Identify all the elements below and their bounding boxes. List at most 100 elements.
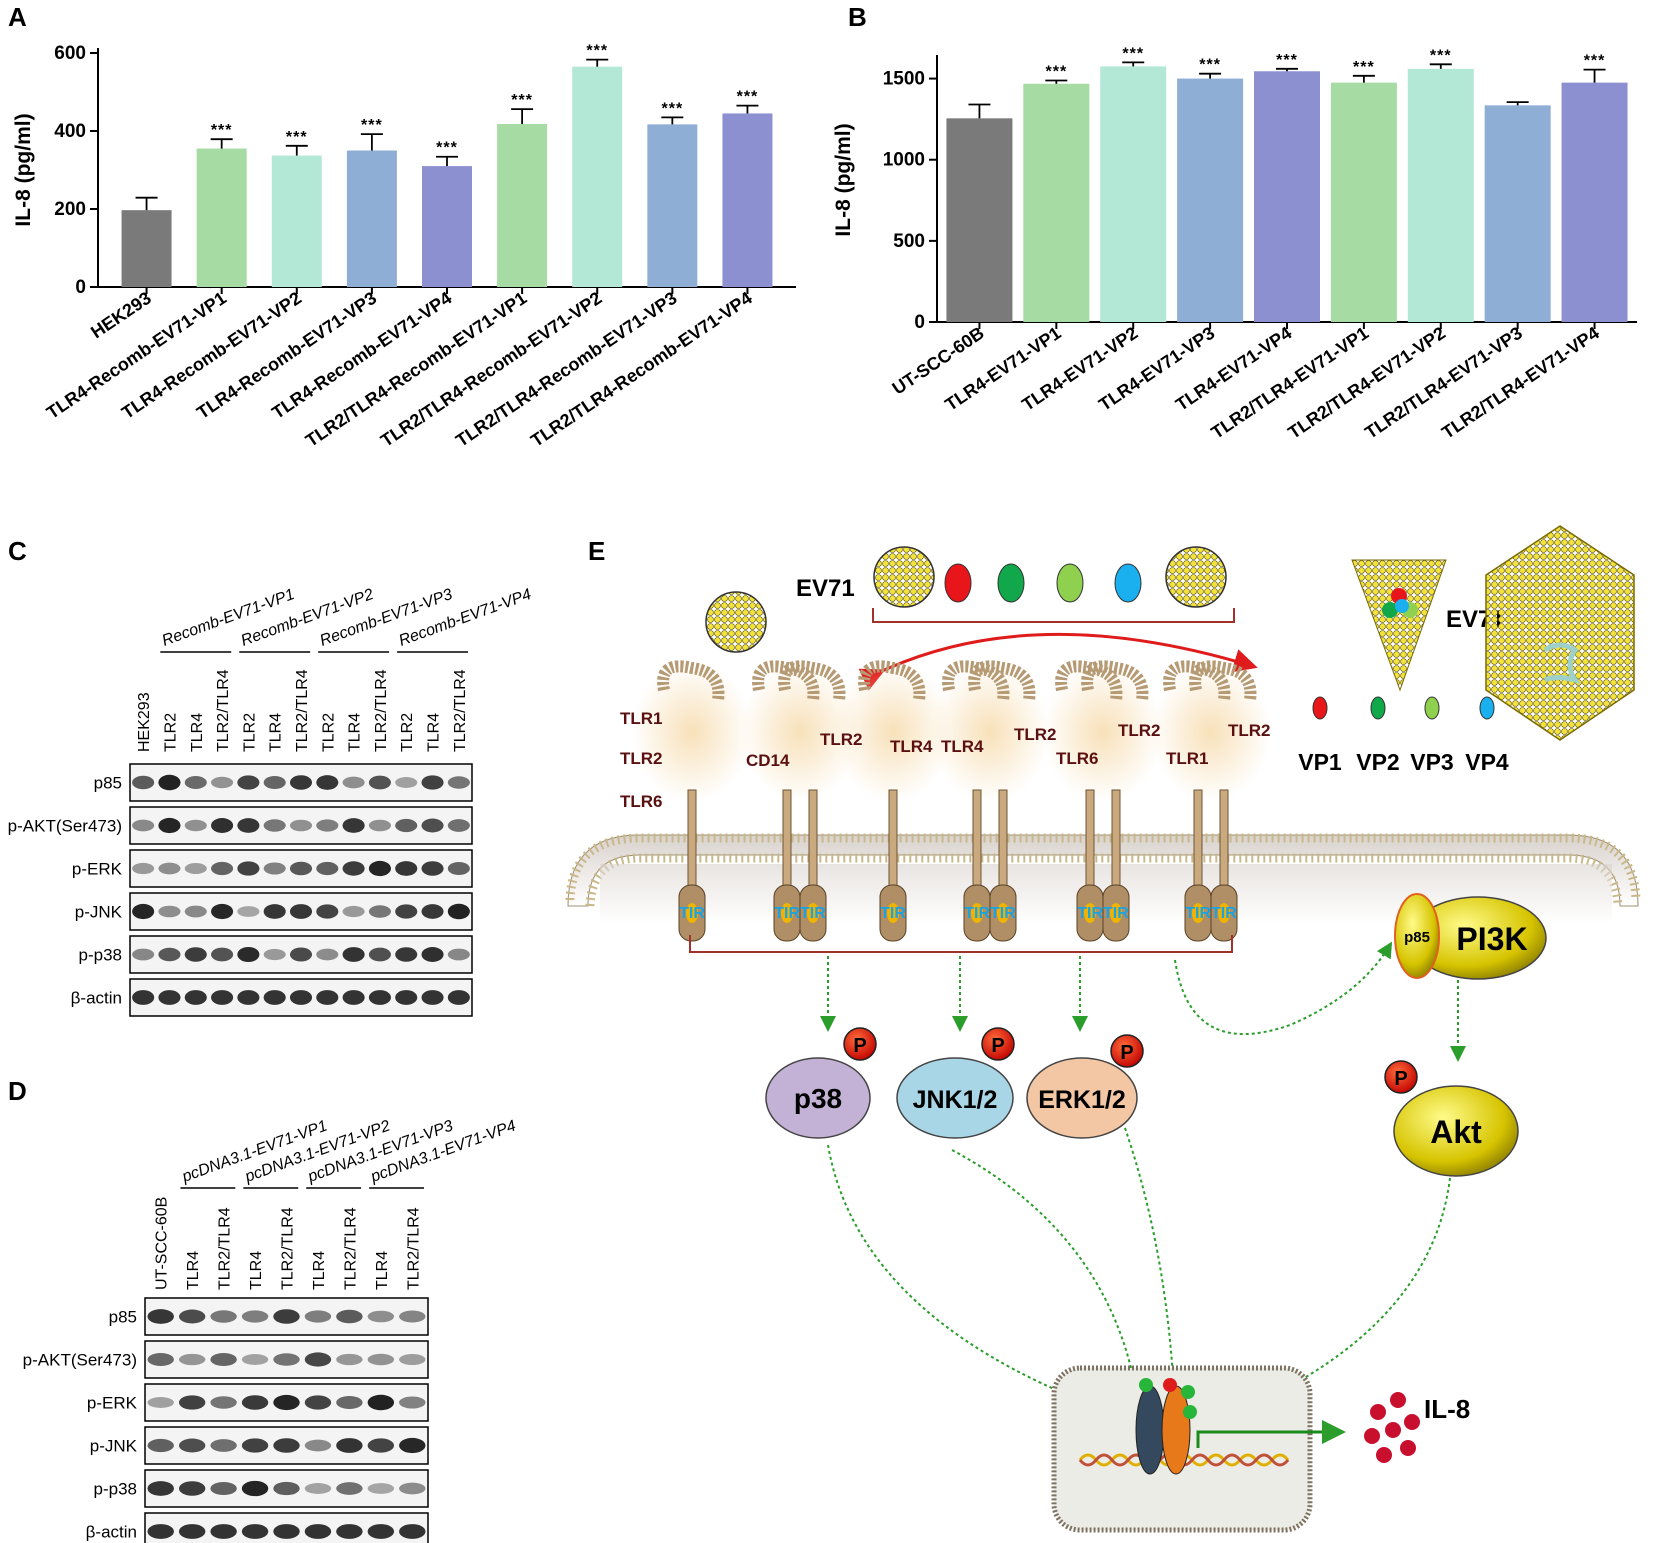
blot-band (184, 947, 207, 962)
blot-band (367, 1483, 395, 1494)
receptor-label-cd14: CD14 (746, 751, 790, 770)
blot-band (210, 1524, 237, 1539)
blot-band (132, 948, 155, 961)
y-tick-label: 600 (54, 43, 86, 64)
receptor-ectodomain (657, 660, 725, 701)
blot-band (158, 947, 181, 962)
receptor-label-tlr1: TLR1 (620, 709, 663, 728)
blot-band (132, 775, 155, 790)
significance-label: *** (1276, 52, 1298, 69)
y-tick-label: 1500 (883, 69, 925, 90)
vp-protein-icon (944, 563, 972, 603)
blot-band (210, 1439, 237, 1452)
blot-band (367, 1524, 395, 1539)
lane-label: TLR2 (241, 713, 258, 752)
category-label: HEK293 (87, 288, 155, 343)
blot-band (158, 862, 181, 875)
tir-label: TIRTIR (774, 905, 826, 922)
blot-band (421, 775, 444, 790)
lane-label: TLR2/TLR4 (215, 669, 232, 752)
vp-protein-icon (997, 563, 1025, 603)
significance-label: *** (211, 122, 233, 139)
receptor-label-tlr1: TLR1 (1166, 749, 1209, 768)
receptor-stalk (1111, 789, 1121, 891)
tir-core (686, 903, 698, 923)
virus-particle-icon (873, 546, 935, 608)
significance-label: *** (1430, 47, 1452, 64)
blot-band (289, 775, 313, 790)
panel-letter-d: D (8, 1076, 27, 1106)
protein-label: p85 (94, 774, 122, 793)
receptor-label-tlr2: TLR2 (620, 749, 663, 768)
lane-label: TLR4 (311, 1251, 328, 1290)
blot-band (367, 1438, 395, 1453)
bar (196, 148, 247, 287)
receptor-label-tlr6: TLR6 (620, 792, 663, 811)
blot-band (304, 1395, 332, 1410)
receptor-label-tlr2: TLR2 (820, 730, 863, 749)
blot-band (132, 819, 155, 832)
phospho-label: P (991, 1035, 1004, 1057)
bar-chart-b: IL-8 (pg/ml)050010001500UT-SCC-60B***TLR… (832, 45, 1637, 443)
lane-group-label: Recomb-EV71-VP3 (318, 586, 455, 650)
tir-core (887, 903, 899, 923)
bar (422, 166, 472, 287)
blot-band (342, 861, 365, 876)
lane-label: TLR2/TLR4 (280, 1207, 297, 1290)
blot-band (158, 990, 181, 1005)
blot-band (316, 819, 339, 832)
significance-label: *** (1045, 64, 1067, 81)
erk-label: ERK1/2 (1038, 1086, 1126, 1114)
blot-band (399, 1310, 426, 1323)
phospho-label: P (1120, 1042, 1133, 1064)
bar-chart-a: IL-8 (pg/ml)0200400600HEK293***TLR4-Reco… (12, 43, 796, 451)
blot-band (147, 1353, 174, 1366)
blot-band (342, 990, 365, 1005)
receptor-ectodomain (968, 660, 1036, 701)
blot-band (336, 1353, 363, 1366)
blot-band (395, 990, 418, 1005)
blot-band (289, 990, 313, 1005)
tir-label: TIRTIR (1077, 905, 1129, 922)
blot-band (211, 947, 234, 962)
blot-band (184, 905, 207, 918)
bar (1330, 82, 1397, 322)
blot-band (447, 776, 470, 789)
phospho-icon (1384, 1060, 1418, 1094)
blot-band (342, 947, 365, 962)
blot-band (399, 1396, 426, 1409)
panel-letter-c: C (8, 536, 27, 566)
y-axis-label: IL-8 (pg/ml) (832, 123, 855, 236)
blot-band (147, 1438, 174, 1453)
blot-band (241, 1310, 269, 1323)
blot-band (421, 947, 444, 962)
blot-band (368, 990, 391, 1005)
receptor-stalk (687, 789, 697, 891)
blot-band (289, 819, 313, 832)
vp-protein-icon (1424, 696, 1440, 720)
protein-label: p85 (109, 1308, 137, 1327)
blot-band (237, 990, 260, 1005)
blot-band (368, 819, 391, 832)
blot-band (184, 990, 207, 1005)
blot-band (211, 990, 234, 1005)
receptor-stalk (1193, 789, 1203, 891)
tir-label: TIR (880, 905, 906, 922)
tir-label: TIRTIR (964, 905, 1016, 922)
significance-label: *** (286, 129, 308, 146)
receptor-label-tlr4: TLR4 (890, 737, 933, 756)
receptor-label-tlr2: TLR2 (1228, 721, 1271, 740)
protein-label: β-actin (71, 989, 122, 1008)
phospho-icon (843, 1027, 877, 1061)
bar (121, 210, 172, 287)
y-tick-label: 1000 (883, 150, 925, 171)
panel-letter-b: B (848, 2, 867, 32)
blot-band (289, 904, 313, 919)
protein-label: β-actin (86, 1523, 137, 1542)
bar (1407, 68, 1474, 322)
phospho-icon (1110, 1034, 1144, 1068)
tir-core (781, 903, 793, 923)
blot-band (336, 1309, 363, 1324)
blot-band (237, 818, 260, 833)
il8-particles-icon (1364, 1392, 1420, 1463)
